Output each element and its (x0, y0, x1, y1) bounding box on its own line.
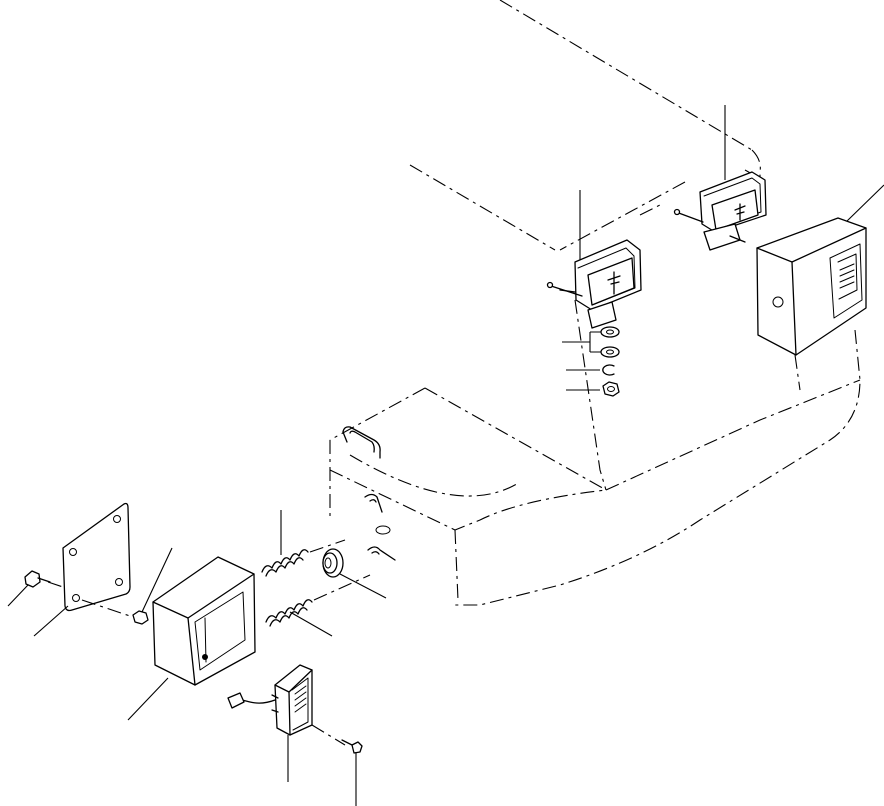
rubber-grommet (322, 548, 387, 599)
counterweight-body (329, 0, 861, 606)
counterweight-details (342, 426, 396, 561)
work-lamp-left (546, 190, 642, 329)
flat-washer-2 (600, 346, 620, 358)
work-lamp-right (673, 105, 767, 251)
tail-lamp-unit (227, 664, 313, 782)
rear-lamp-housing-right (756, 184, 884, 356)
flat-washer-1 (600, 326, 620, 338)
coil-spring-upper (261, 510, 346, 577)
cover-plate (33, 502, 131, 637)
coil-spring-lower (265, 574, 371, 637)
spring-washer (566, 364, 615, 376)
plate-bolt (7, 570, 64, 607)
rear-lamp-housing-left (127, 556, 256, 721)
hex-nut (566, 381, 620, 397)
housing-nut (81, 547, 173, 625)
lamp-screw (311, 724, 363, 806)
fastener-stack (562, 326, 620, 397)
